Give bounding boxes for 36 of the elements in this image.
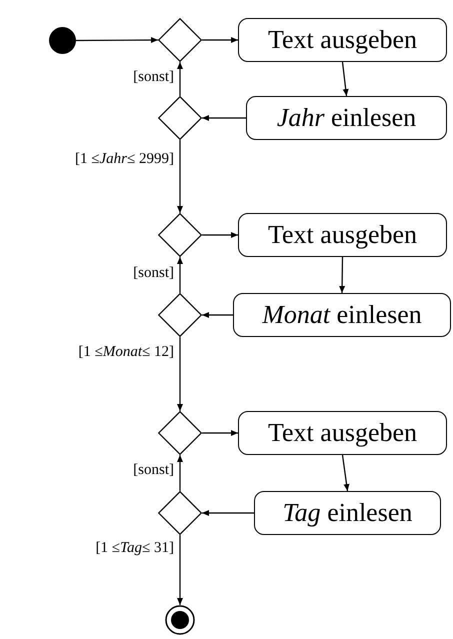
arrow bbox=[342, 62, 349, 96]
arrow bbox=[202, 430, 238, 436]
arrow bbox=[177, 337, 183, 411]
guard-label: [sonst] bbox=[133, 463, 174, 478]
guard-label: [1 ≤Monat≤ 12] bbox=[78, 345, 174, 360]
decision-diamond bbox=[158, 96, 202, 140]
decision-diamond bbox=[158, 18, 202, 62]
guard-label: [sonst] bbox=[133, 266, 174, 281]
initial-node bbox=[49, 27, 76, 54]
action-box: Tag einlesen bbox=[254, 491, 441, 535]
decision-diamond bbox=[158, 213, 202, 257]
action-box: Text ausgeben bbox=[238, 18, 447, 62]
arrow bbox=[177, 140, 183, 213]
guard-label: [sonst] bbox=[133, 70, 174, 85]
action-box: Monat einlesen bbox=[233, 293, 451, 337]
arrow bbox=[342, 454, 350, 492]
arrow bbox=[177, 455, 183, 491]
action-box: Text ausgeben bbox=[238, 213, 447, 257]
arrow bbox=[177, 62, 183, 96]
arrow bbox=[202, 510, 254, 516]
guard-label: [1 ≤Tag≤ 31] bbox=[96, 541, 174, 556]
decision-diamond bbox=[158, 293, 202, 337]
arrow bbox=[177, 257, 183, 293]
final-node bbox=[165, 605, 195, 635]
arrow bbox=[339, 257, 346, 293]
arrow bbox=[202, 115, 246, 121]
arrow bbox=[177, 535, 183, 605]
action-box: Text ausgeben bbox=[238, 411, 447, 455]
action-box: Jahr einlesen bbox=[246, 96, 447, 140]
decision-diamond bbox=[158, 411, 202, 455]
guard-label: [1 ≤Jahr≤ 2999] bbox=[75, 152, 174, 167]
arrow bbox=[76, 37, 158, 44]
arrow bbox=[202, 37, 238, 43]
arrow bbox=[202, 232, 238, 238]
decision-diamond bbox=[158, 491, 202, 535]
arrow bbox=[202, 312, 233, 318]
